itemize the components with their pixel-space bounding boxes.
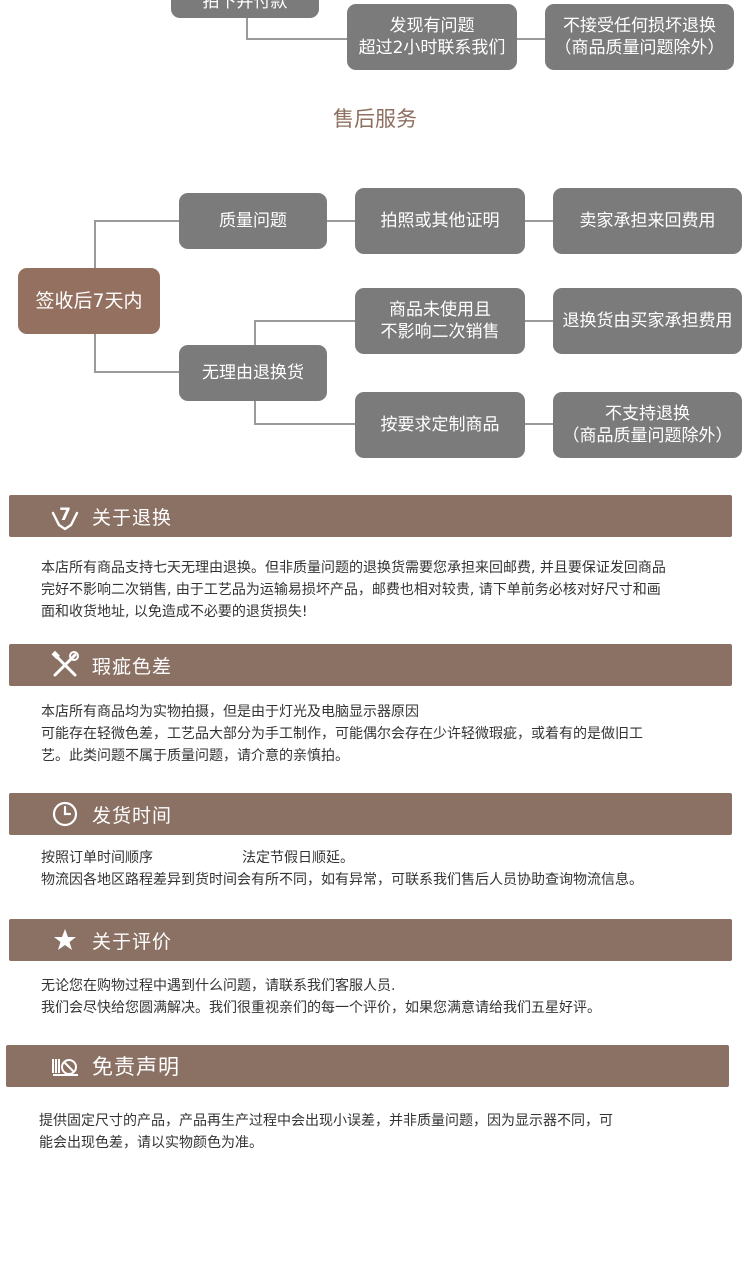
text-line: 按照订单时间顺序 法定节假日顺延。: [41, 850, 355, 866]
section-bar-reviews: 关于评价: [9, 919, 732, 961]
problem-line-2: 超过2小时联系我们: [358, 38, 506, 58]
connector-line: [254, 320, 256, 346]
buyer-pays-box: 退换货由买家承担费用: [553, 288, 742, 354]
seller-pays-box: 卖家承担来回费用: [553, 188, 742, 254]
section-text-returns: 本店所有商品支持七天无理由退换。但非质量问题的退换货需要您承担来回邮费, 并且要…: [41, 557, 731, 623]
text-line: 本店所有商品支持七天无理由退换。但非质量问题的退换货需要您承担来回邮费, 并且要…: [41, 560, 666, 576]
section-text-defects: 本店所有商品均为实物拍摄，但是由于灯光及电脑显示器原因 可能存在轻微色差，工艺品…: [41, 701, 731, 767]
section-bar-disclaimer: 免责声明: [6, 1045, 729, 1087]
quality-label: 质量问题: [219, 211, 287, 231]
section-title-reviews: 关于评价: [92, 930, 173, 953]
connector-line: [94, 333, 96, 373]
reject-line-1: 不接受任何损坏退换: [563, 16, 716, 36]
connector-line: [524, 320, 554, 322]
section-title-defects: 瑕疵色差: [92, 655, 173, 678]
section-text-reviews: 无论您在购物过程中遇到什么问题，请联系我们客服人员. 我们会尽快给您圆满解决。我…: [41, 975, 731, 1019]
root-box: 签收后7天内: [18, 268, 160, 334]
text-line: 面和收货地址, 以免造成不必要的退货损失!: [41, 604, 308, 620]
section-text-disclaimer: 提供固定尺寸的产品，产品再生产过程中会出现小误差，并非质量问题，因为显示器不同，…: [39, 1110, 729, 1154]
custom-label: 按要求定制商品: [380, 415, 500, 435]
no-reason-box: 无理由退换货: [179, 345, 327, 401]
connector-line: [254, 320, 356, 322]
text-line: 无论您在购物过程中遇到什么问题，请联系我们客服人员.: [41, 978, 396, 994]
connector-line: [254, 398, 256, 424]
disclaimer-icon: [50, 1051, 80, 1081]
root-label: 签收后7天内: [35, 290, 143, 312]
buyer-pays-label: 退换货由买家承担费用: [562, 311, 733, 331]
no-return-box: 不支持退换 （商品质量问题除外）: [553, 392, 742, 458]
after-sales-title: 售后服务: [333, 107, 417, 131]
star-icon: [50, 925, 80, 955]
text-line: 本店所有商品均为实物拍摄，但是由于灯光及电脑显示器原因: [41, 704, 419, 720]
section-bar-defects: 瑕疵色差: [9, 644, 732, 686]
unused-line-2: 不影响二次销售: [380, 322, 500, 342]
photo-label: 拍照或其他证明: [380, 211, 500, 231]
connector-line: [524, 220, 554, 222]
hand-seven-icon: 7: [50, 501, 80, 531]
svg-text:7: 7: [59, 505, 71, 525]
clock-icon: [50, 799, 80, 829]
section-title-returns: 关于退换: [92, 506, 173, 529]
connector-line: [326, 220, 356, 222]
no-reason-label: 无理由退换货: [202, 363, 304, 383]
no-return-line-1: 不支持退换: [605, 404, 690, 424]
pay-box-label: 拍下并付款: [202, 0, 288, 12]
text-line: 提供固定尺寸的产品，产品再生产过程中会出现小误差，并非质量问题，因为显示器不同，…: [39, 1113, 613, 1129]
connector-line: [254, 423, 356, 425]
seller-pays-label: 卖家承担来回费用: [579, 211, 716, 231]
text-line: 物流因各地区路程差异到货时间会有所不同，如有异常，可联系我们售后人员协助查询物流…: [41, 872, 643, 888]
section-bar-shipping: 发货时间: [9, 793, 732, 835]
unused-line-1: 商品未使用且: [389, 300, 491, 320]
text-line: 我们会尽快给您圆满解决。我们很重视亲们的每一个评价，如果您满意请给我们五星好评。: [41, 1000, 601, 1016]
tools-icon: [50, 650, 80, 680]
section-bar-returns: 7 关于退换: [9, 495, 732, 537]
text-line: 能会出现色差，请以实物颜色为准。: [39, 1135, 263, 1151]
section-title-disclaimer: 免责声明: [92, 1055, 180, 1079]
reject-line-2: （商品质量问题除外）: [554, 38, 725, 58]
connector-line: [94, 371, 180, 373]
text-line: 可能存在轻微色差，工艺品大部分为手工制作，可能偶尔会存在少许轻微瑕疵，或着有的是…: [41, 726, 643, 742]
reject-box: 不接受任何损坏退换 （商品质量问题除外）: [545, 4, 734, 70]
connector-line: [246, 38, 348, 40]
connector-line: [516, 38, 546, 40]
text-line: 艺。此类问题不属于质量问题，请介意的亲慎拍。: [41, 748, 349, 764]
connector-line: [94, 220, 96, 268]
text-line: 完好不影响二次销售, 由于工艺品为运输易损坏产品，邮费也相对较贵, 请下单前务必…: [41, 582, 661, 598]
pay-box: 拍下并付款: [171, 0, 319, 18]
quality-box: 质量问题: [179, 193, 327, 249]
problem-box: 发现有问题 超过2小时联系我们: [347, 4, 517, 70]
problem-line-1: 发现有问题: [389, 16, 475, 36]
unused-box: 商品未使用且 不影响二次销售: [355, 288, 525, 354]
section-text-shipping: 按照订单时间顺序 法定节假日顺延。 物流因各地区路程差异到货时间会有所不同，如有…: [41, 847, 731, 891]
no-return-line-2: （商品质量问题除外）: [562, 426, 733, 446]
connector-line: [94, 220, 180, 222]
photo-box: 拍照或其他证明: [355, 188, 525, 254]
connector-line: [524, 423, 554, 425]
section-title-shipping: 发货时间: [92, 804, 173, 827]
custom-box: 按要求定制商品: [355, 392, 525, 458]
connector-line: [246, 16, 248, 40]
